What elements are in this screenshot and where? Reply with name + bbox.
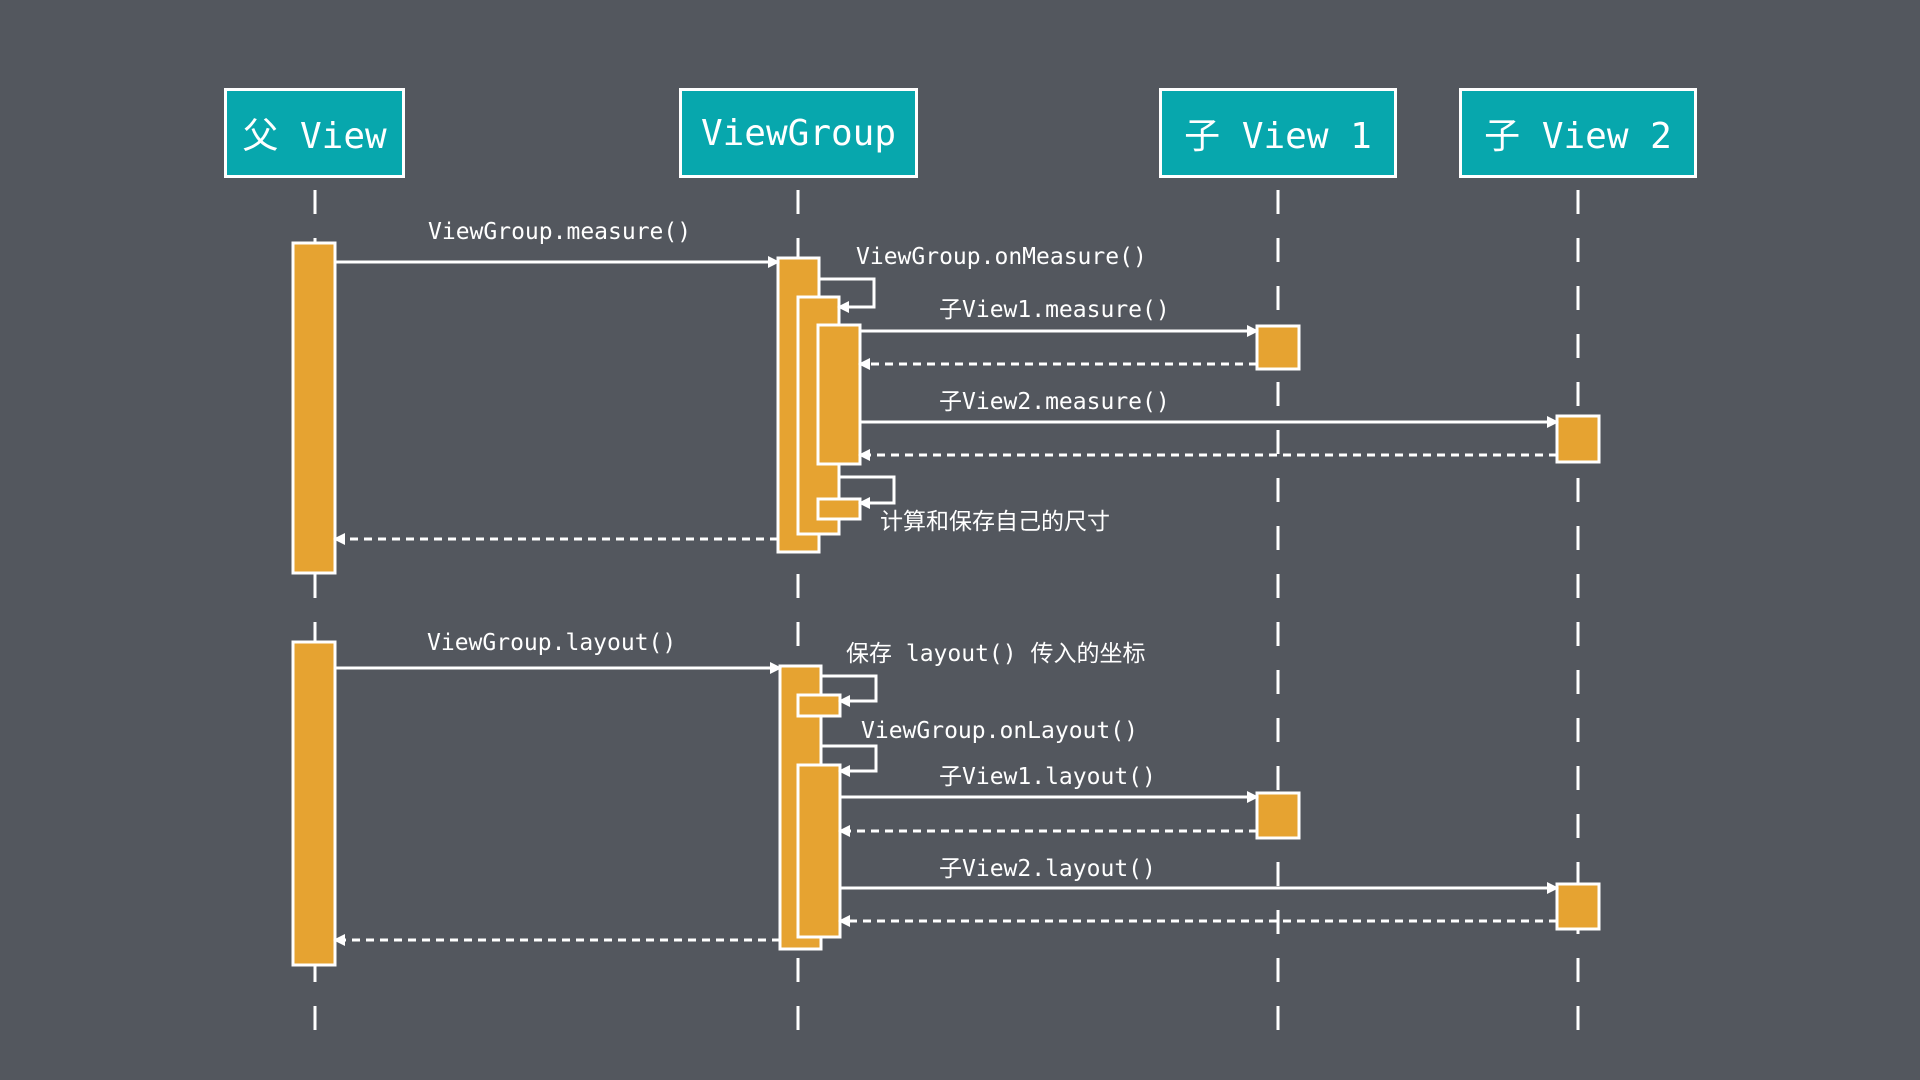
- label-viewgroup-onmeasure: ViewGroup.onMeasure(): [856, 244, 1147, 270]
- message-compute-size: [839, 475, 896, 509]
- label-child2-layout: 子View2.layout(): [939, 856, 1156, 882]
- activation-parent-measure: [291, 241, 337, 575]
- participant-child-view-1: 子 View 1: [1159, 88, 1397, 178]
- label-compute-size: 计算和保存自己的尺寸: [880, 509, 1110, 535]
- activation-parent-layout: [291, 640, 337, 967]
- activation-viewgroup-compute-size: [816, 497, 862, 521]
- label-viewgroup-measure: ViewGroup.measure(): [428, 219, 691, 245]
- activation-child2-layout: [1555, 882, 1601, 931]
- participant-viewgroup: ViewGroup: [679, 88, 918, 178]
- label-child1-measure: 子View1.measure(): [939, 297, 1170, 323]
- activation-child2-measure: [1555, 414, 1601, 464]
- participant-child-view-1-label: 子 View 1: [1184, 116, 1372, 157]
- label-viewgroup-layout: ViewGroup.layout(): [427, 630, 676, 656]
- participant-parent-view-label: 父 View: [242, 116, 387, 157]
- participant-parent-view: 父 View: [224, 88, 405, 178]
- activation-viewgroup-children-measure: [816, 323, 862, 466]
- activation-viewgroup-save-coords: [796, 693, 842, 718]
- participant-child-view-2: 子 View 2: [1459, 88, 1697, 178]
- activation-child1-measure: [1255, 324, 1301, 371]
- label-child1-layout: 子View1.layout(): [939, 764, 1156, 790]
- label-viewgroup-onlayout: ViewGroup.onLayout(): [861, 718, 1138, 744]
- message-viewgroup-onmeasure: [819, 277, 876, 313]
- participant-child-view-2-label: 子 View 2: [1484, 116, 1672, 157]
- label-child2-measure: 子View2.measure(): [939, 389, 1170, 415]
- label-save-coords: 保存 layout() 传入的坐标: [846, 641, 1145, 667]
- activation-viewgroup-onlayout: [796, 763, 842, 939]
- activation-child1-layout: [1255, 791, 1301, 840]
- message-viewgroup-onlayout: [821, 744, 878, 777]
- message-save-coords: [821, 674, 878, 707]
- participant-viewgroup-label: ViewGroup: [700, 112, 897, 154]
